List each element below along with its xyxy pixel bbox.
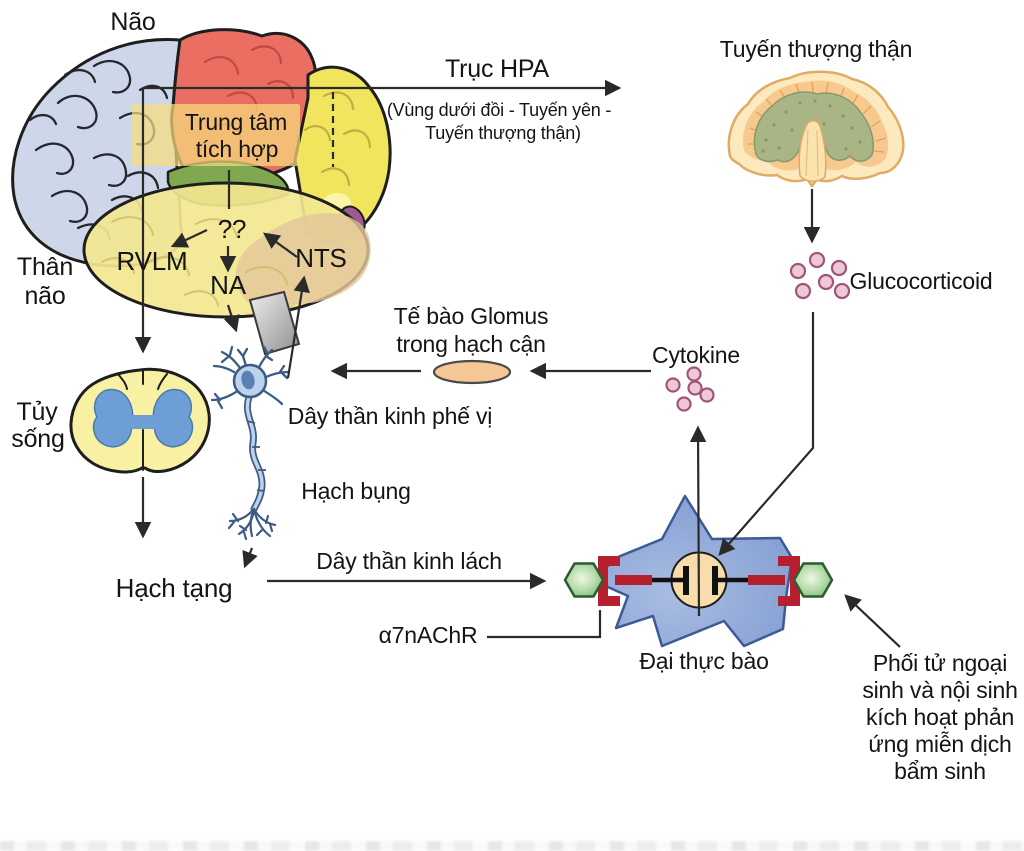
- hpa-axis-label: Trục HPA: [445, 55, 549, 83]
- brainstem-label-line2: não: [24, 282, 66, 310]
- cytokine-release-arrow: [689, 425, 707, 617]
- na-to-vagus-arrow: [223, 304, 240, 333]
- na-label: NA: [210, 270, 246, 300]
- hpa-subtitle-line2: Tuyến thượng thận): [425, 123, 581, 143]
- cytokine-dots: [665, 366, 715, 412]
- ligand-note-line3: kích hoạt phản: [865, 704, 1015, 730]
- ligand-note-line5: bẩm sinh: [894, 758, 986, 784]
- ligand-note-line4: ứng miễn dịch: [868, 731, 1012, 757]
- glomus-label-line1: Tế bào Glomus: [393, 303, 549, 329]
- medulla-stub: [248, 290, 301, 356]
- integration-center-highlight: [132, 104, 300, 166]
- cytokine-label: Cytokine: [652, 342, 740, 368]
- brainstem-label-line1: Thân: [16, 253, 74, 281]
- vagus-nerve-label: Dây thần kinh phế vị: [287, 403, 493, 429]
- celiac-ganglion-label: Hạch bụng: [301, 478, 411, 504]
- hpa-subtitle-line1: (Vùng dưới đồi - Tuyến yên -: [386, 100, 612, 120]
- nts-label: NTS: [295, 243, 347, 273]
- neuron-output-arrow: [242, 547, 258, 569]
- receptor-label: α7nAChR: [378, 622, 478, 648]
- integration-center-line2: tích hợp: [195, 136, 279, 162]
- adrenal-gland-illustration: [727, 70, 905, 188]
- spinal-cord-label-line2: sống: [11, 425, 65, 453]
- gap-junction: [651, 566, 749, 595]
- splenic-nerve-label: Dây thần kinh lách: [316, 548, 502, 574]
- receptor-callout-line: [487, 610, 602, 639]
- ligand-hexagons: [563, 562, 834, 598]
- glomus-label-line2: trong hạch cận: [396, 331, 546, 357]
- spinal-cord-label-line1: Tủy: [16, 398, 58, 426]
- brain-illustration: [11, 28, 392, 356]
- macrophage-label: Đại thực bào: [639, 648, 769, 674]
- macrophage-illustration: [563, 494, 834, 648]
- to-rvlm-arrow: [170, 229, 208, 248]
- glucocorticoid-to-macrophage-line: [718, 312, 815, 556]
- spinal-cord-illustration: [69, 367, 211, 474]
- ligand-callout-arrow: [844, 594, 901, 648]
- adrenal-gland-label: Tuyến thượng thận: [719, 36, 913, 62]
- bottom-artifact-strip: [0, 841, 1024, 851]
- glucocorticoid-dots: [789, 251, 851, 300]
- rvlm-label: RVLM: [116, 246, 188, 276]
- neuron-illustration: [210, 345, 290, 541]
- brain-label: Não: [110, 8, 156, 36]
- ligand-note-line1: Phối tử ngoại: [872, 650, 1008, 676]
- ligand-note: Phối tử ngoại sinh và nội sinh kích hoạt…: [862, 650, 1018, 785]
- glomus-cell: [432, 359, 512, 385]
- ligand-note-line2: sinh và nội sinh: [862, 677, 1018, 703]
- unknown-mark: ??: [217, 214, 247, 244]
- nts-to-center-arrow: [262, 232, 298, 258]
- vagal-afferent-arrow: [286, 275, 310, 379]
- arrows: [134, 79, 901, 648]
- glucocorticoid-label: Glucocorticoid: [849, 268, 993, 294]
- integration-center-line1: Trung tâm: [184, 109, 288, 135]
- visceral-ganglion-label: Hạch tạng: [115, 573, 233, 603]
